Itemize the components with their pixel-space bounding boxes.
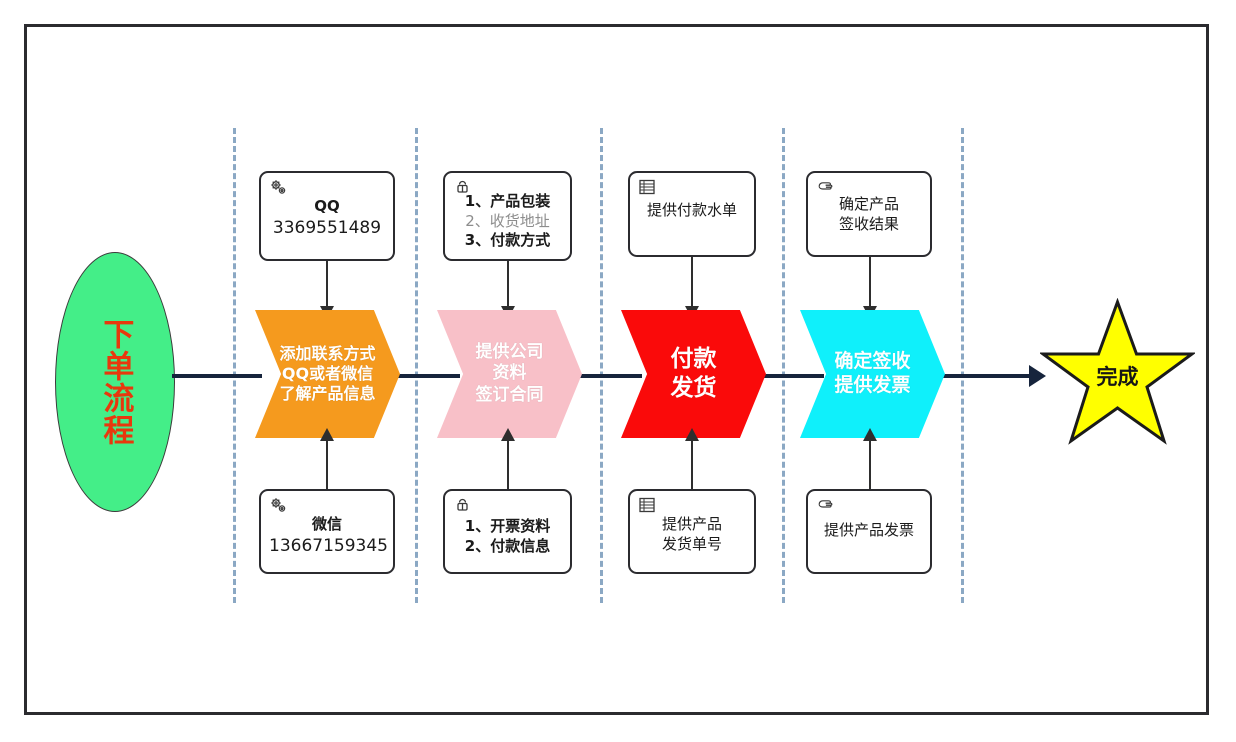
stage-4-line-1: 确定签收 [834, 350, 911, 373]
note-stage2-top[interactable]: 1、产品包装 2、收货地址 3、付款方式 [443, 171, 572, 261]
pointing-hand-icon [816, 178, 836, 198]
list-icon [638, 178, 658, 198]
lane-divider-3 [600, 128, 603, 603]
lane-divider-4 [782, 128, 785, 603]
note-stage2-bottom-body: 1、开票资料 2、付款信息 [453, 517, 562, 556]
start-node[interactable]: 下单流程 [55, 252, 175, 512]
stage-3-line-2: 发货 [670, 375, 717, 401]
person-icon [453, 178, 473, 198]
note-line: 发货单号 [661, 534, 722, 553]
lane-divider-1 [233, 128, 236, 603]
connector-note1bottom-to-stage1 [326, 440, 328, 490]
arrowhead-note3bottom [685, 428, 699, 441]
note-line: 提供付款水单 [646, 201, 737, 219]
note-stage1-top[interactable]: QQ 3369551489 [259, 171, 395, 261]
list-icon [638, 496, 658, 516]
note-stage1-bottom-body: 微信 13667159345 [269, 515, 388, 557]
connector-note3bottom-to-stage3 [691, 440, 693, 490]
note-stage4-top[interactable]: 确定产品 签收结果 [806, 171, 932, 257]
stage-1-line-1: 添加联系方式 [279, 344, 376, 363]
lane-divider-2 [415, 128, 418, 603]
note-title: QQ [314, 197, 340, 215]
note-stage1-top-body: QQ 3369551489 [269, 197, 385, 239]
end-node[interactable]: 完成 [1040, 298, 1195, 448]
pointing-hand-icon [816, 496, 836, 516]
stage-1-line-3: 了解产品信息 [279, 384, 376, 403]
note-line: 提供产品 [661, 515, 722, 533]
stage-3-label: 付款 发货 [671, 345, 717, 403]
connector-note2top-to-stage2 [507, 261, 509, 309]
connector-note2bottom-to-stage2 [507, 440, 509, 490]
connector-start-to-stage1 [172, 374, 262, 378]
note-stage3-bottom[interactable]: 提供产品 发货单号 [628, 489, 756, 574]
note-number: 13667159345 [269, 535, 388, 556]
gears-icon [269, 496, 289, 516]
connector-stage2-to-stage3 [578, 374, 642, 378]
note-line: 确定产品 [838, 195, 899, 213]
note-line: 1、产品包装 [464, 192, 551, 210]
connector-stage1-to-stage2 [393, 374, 460, 378]
stage-2-line-1: 提供公司 [475, 342, 544, 363]
note-stage2-bottom[interactable]: 1、开票资料 2、付款信息 [443, 489, 572, 574]
gears-icon [269, 178, 289, 198]
note-line: 2、收货地址 [465, 211, 550, 230]
connector-note4bottom-to-stage4 [869, 440, 871, 490]
stage-2-line-2: 资料 [492, 363, 527, 384]
note-stage1-bottom[interactable]: 微信 13667159345 [259, 489, 395, 574]
note-stage3-top-body: 提供付款水单 [638, 201, 746, 221]
note-line: 1、开票资料 [464, 517, 551, 535]
note-line: 提供产品发票 [823, 521, 914, 539]
connector-stage3-to-stage4 [762, 374, 824, 378]
note-stage4-bottom[interactable]: 提供产品发票 [806, 489, 932, 574]
stage-2-line-3: 签订合同 [475, 384, 544, 405]
note-line: 签收结果 [838, 214, 899, 233]
stage-1-label: 添加联系方式 QQ或者微信 了解产品信息 [279, 344, 375, 404]
connector-note3top-to-stage3 [691, 257, 693, 309]
lane-divider-5 [961, 128, 964, 603]
end-node-label: 完成 [1096, 365, 1139, 389]
stage-2-label: 提供公司 资料 签订合同 [476, 342, 544, 406]
start-node-label: 下单流程 [97, 318, 134, 446]
stage-1-line-2: QQ或者微信 [281, 364, 374, 383]
connector-note1top-to-stage1 [326, 261, 328, 309]
note-stage3-bottom-body: 提供产品 发货单号 [638, 515, 746, 554]
arrowhead-note1bottom [320, 428, 334, 441]
note-line: 2、付款信息 [464, 536, 551, 555]
note-stage2-top-body: 1、产品包装 2、收货地址 3、付款方式 [453, 192, 562, 251]
stage-4-label: 确定签收 提供发票 [834, 350, 910, 398]
note-stage4-bottom-body: 提供产品发票 [816, 521, 922, 541]
note-line: 3、付款方式 [464, 231, 551, 249]
connector-note4top-to-stage4 [869, 257, 871, 309]
note-number: 3369551489 [272, 217, 382, 238]
connector-stage4-to-end [943, 374, 1033, 378]
note-stage4-top-body: 确定产品 签收结果 [816, 195, 922, 234]
stage-3-line-1: 付款 [670, 346, 717, 373]
note-stage3-top[interactable]: 提供付款水单 [628, 171, 756, 257]
diagram-frame [24, 24, 1209, 715]
person-icon [453, 496, 473, 516]
stage-1-process[interactable]: 添加联系方式 QQ或者微信 了解产品信息 [255, 310, 400, 438]
connector-end-arrowhead [1029, 365, 1046, 387]
arrowhead-note2bottom [501, 428, 515, 441]
arrowhead-note4bottom [863, 428, 877, 441]
note-title: 微信 [311, 515, 342, 533]
stage-4-line-2: 提供发票 [834, 374, 911, 396]
star-icon [1040, 298, 1195, 445]
